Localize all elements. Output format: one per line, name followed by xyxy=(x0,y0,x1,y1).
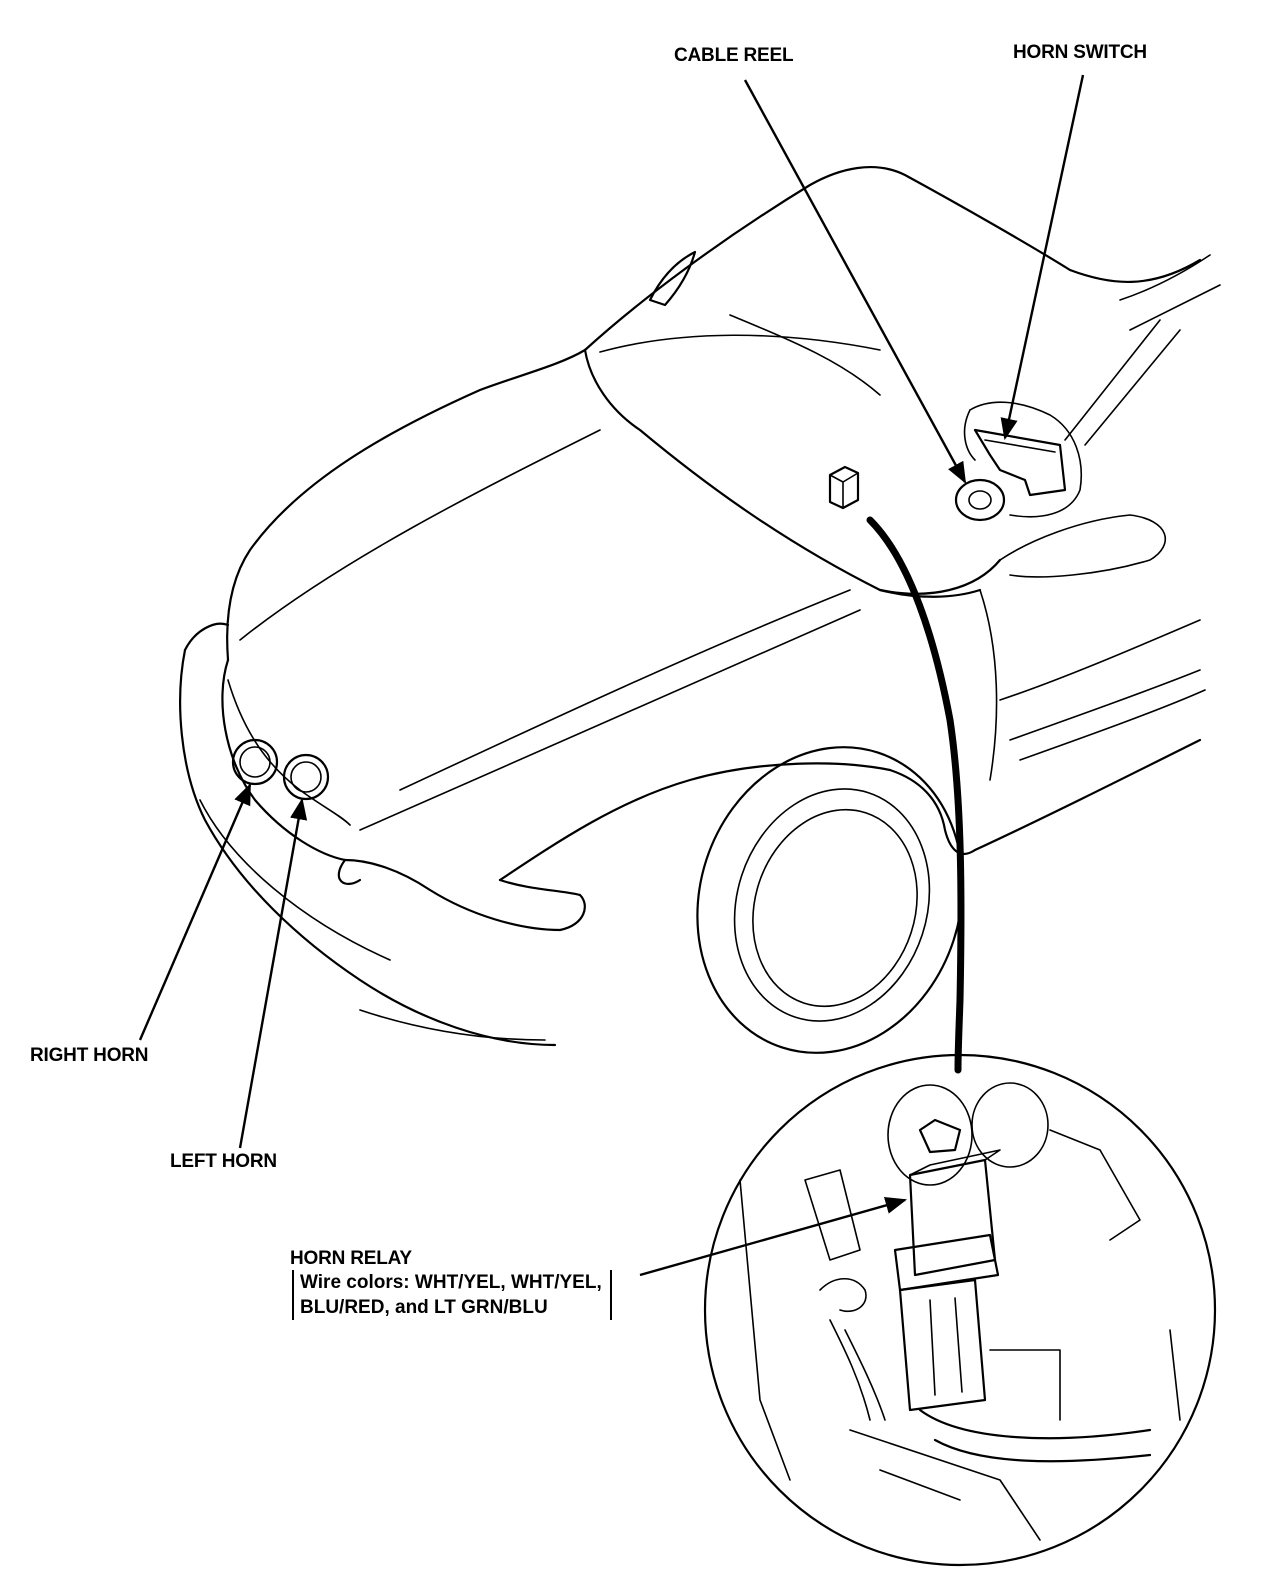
left-horn-part xyxy=(282,753,330,801)
left-horn-label: LEFT HORN xyxy=(170,1151,277,1172)
wire-colors-line-1: Wire colors: WHT/YEL, WHT/YEL, xyxy=(300,1272,602,1293)
horn-switch-leader xyxy=(1000,74,1085,441)
harness-wire xyxy=(866,516,965,1074)
car-body xyxy=(179,165,1221,1054)
wire-colors-note: Wire colors: WHT/YEL, WHT/YEL, BLU/RED, … xyxy=(292,1270,612,1320)
horn-switch-part xyxy=(973,428,1067,497)
wire-colors-line-2: BLU/RED, and LT GRN/BLU xyxy=(300,1297,548,1318)
cable-reel-part xyxy=(954,478,1006,522)
right-horn-label: RIGHT HORN xyxy=(30,1045,149,1066)
right-horn-part xyxy=(231,738,279,786)
relay-inset-detail xyxy=(703,1053,1217,1567)
cable-reel-leader xyxy=(743,79,967,484)
relay-box-part xyxy=(828,465,860,510)
cable-reel-label: CABLE REEL xyxy=(674,45,794,66)
right-horn-leader xyxy=(138,783,252,1041)
horn-switch-label: HORN SWITCH xyxy=(1013,42,1147,63)
horn-relay-label: HORN RELAY xyxy=(290,1248,412,1269)
horn-relay-leader xyxy=(639,1196,908,1277)
left-horn-leader xyxy=(238,797,308,1149)
